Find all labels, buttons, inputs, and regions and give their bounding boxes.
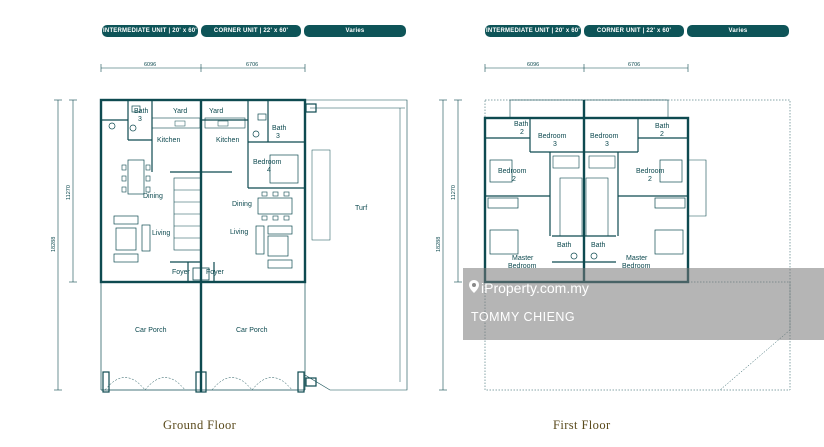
- ff-bedroom3-right: Bedroom: [590, 133, 619, 140]
- gf-dining-right: Dining: [232, 201, 252, 208]
- ff-bath2-right: Bath: [655, 123, 670, 130]
- ff-master-left-2: Bedroom: [508, 263, 537, 270]
- gf-dim-total-depth: 18288: [51, 237, 57, 252]
- gf-carporch-right: Car Porch: [236, 327, 268, 334]
- header-varies-2: Varies: [687, 25, 789, 37]
- ff-bedroom2-left: Bedroom: [498, 168, 527, 175]
- header-corner-unit-2: CORNER UNIT | 22' x 60': [584, 25, 684, 37]
- watermark-agent: TOMMY CHIENG: [471, 310, 576, 324]
- gf-foyer-right: Foyer: [206, 269, 225, 276]
- first-floor-plan: [439, 64, 791, 391]
- gf-bath-right-num: 3: [276, 133, 280, 140]
- gf-turf: Turf: [355, 205, 367, 212]
- ff-bath2-left-num: 2: [520, 129, 524, 136]
- gf-kitchen-right: Kitchen: [216, 137, 239, 144]
- ff-master-right-2: Bedroom: [622, 263, 651, 270]
- ground-floor-plan: [54, 64, 408, 393]
- ff-bedroom3-left: Bedroom: [538, 133, 567, 140]
- header-corner-unit: CORNER UNIT | 22' x 60': [201, 25, 301, 37]
- gf-living-left: Living: [152, 230, 170, 237]
- ff-bedroom3-right-num: 3: [605, 141, 609, 148]
- ff-bath-centre-right: Bath: [591, 242, 606, 249]
- header-intermediate-unit: INTERMEDIATE UNIT | 20' x 60': [102, 25, 198, 37]
- first-floor-title: First Floor: [553, 418, 611, 432]
- header-intermediate-unit-2: INTERMEDIATE UNIT | 20' x 60': [485, 25, 581, 37]
- ff-bedroom2-right: Bedroom: [636, 168, 665, 175]
- gf-bedroom4-label: Bedroom: [253, 159, 282, 166]
- gf-bath3-num: 3: [138, 116, 142, 123]
- ff-bath-centre-left: Bath: [557, 242, 572, 249]
- gf-kitchen-left: Kitchen: [157, 137, 180, 144]
- ff-bath2-left: Bath: [514, 121, 529, 128]
- ff-bedroom2-right-num: 2: [648, 176, 652, 183]
- header-varies: Varies: [304, 25, 406, 37]
- gf-carporch-left: Car Porch: [135, 327, 167, 334]
- gf-foyer-left: Foyer: [172, 269, 191, 276]
- ff-dim-left-width: 6096: [527, 62, 539, 68]
- gf-bedroom4-num: 4: [267, 167, 271, 174]
- gf-living-right: Living: [230, 229, 248, 236]
- gf-dining-left: Dining: [143, 193, 163, 200]
- gf-dim-left-width: 6096: [144, 62, 156, 68]
- location-pin-icon: [469, 280, 479, 293]
- ff-dim-total-depth: 18288: [436, 237, 442, 252]
- watermark-banner: iProperty.com.my TOMMY CHIENG: [463, 268, 824, 340]
- ground-floor-title: Ground Floor: [163, 418, 237, 432]
- ff-dim-right-width: 6706: [628, 62, 640, 68]
- ff-master-left: Master: [512, 255, 534, 262]
- gf-yard-left: Yard: [173, 108, 187, 115]
- watermark-brand: iProperty.com.my: [481, 280, 589, 296]
- ff-bath2-right-num: 2: [660, 131, 664, 138]
- ff-master-right: Master: [626, 255, 648, 262]
- gf-bath3-label: Bath: [134, 108, 149, 115]
- gf-yard-right: Yard: [209, 108, 223, 115]
- ff-bedroom3-left-num: 3: [553, 141, 557, 148]
- gf-dim-right-width: 6706: [246, 62, 258, 68]
- gf-bath-right: Bath: [272, 125, 287, 132]
- ff-dim-inner-depth: 11270: [451, 185, 457, 200]
- gf-dim-inner-depth: 11270: [66, 185, 72, 200]
- ff-bedroom2-left-num: 2: [512, 176, 516, 183]
